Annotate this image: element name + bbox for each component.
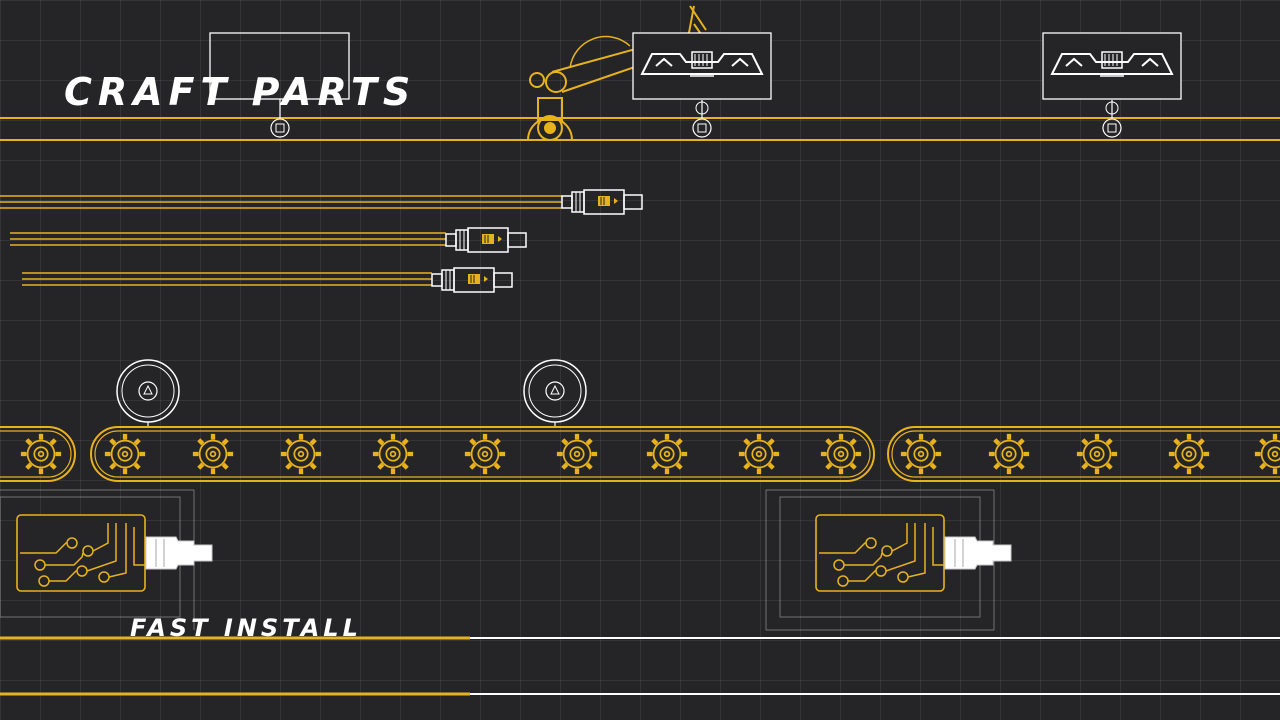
robot-arm-icon — [527, 5, 713, 141]
gear-icon — [901, 434, 941, 474]
conveyor-belt-left — [0, 426, 76, 482]
gear-icon — [105, 434, 145, 474]
cable-1 — [0, 195, 562, 209]
roller-icon — [523, 359, 587, 428]
gear-icon — [281, 434, 321, 474]
connector-icon — [445, 227, 527, 253]
gear-icon — [21, 434, 61, 474]
connector-icon — [561, 189, 643, 215]
section-caption: FAST INSTALL — [130, 614, 362, 642]
gear-icon — [1077, 434, 1117, 474]
top-rail — [0, 117, 1280, 141]
empty-holder — [209, 32, 350, 138]
gear-icon — [1169, 434, 1209, 474]
gear-icon — [821, 434, 861, 474]
gear-icon — [193, 434, 233, 474]
gear-icon — [557, 434, 597, 474]
connector-icon — [431, 267, 513, 293]
roller-icon — [116, 359, 180, 428]
cable-2 — [10, 232, 446, 246]
gear-icon — [373, 434, 413, 474]
gear-icon — [989, 434, 1029, 474]
circuit-board-icon — [815, 514, 1012, 592]
circuit-board-icon — [16, 514, 213, 592]
cable-3 — [22, 272, 432, 286]
gear-icon — [1255, 434, 1280, 474]
gear-icon — [465, 434, 505, 474]
bracket-icon — [632, 32, 772, 138]
gear-icon — [647, 434, 687, 474]
bracket-icon — [1042, 32, 1182, 138]
page-title: CRAFT PARTS — [64, 70, 417, 114]
conveyor-belt-right — [887, 426, 1280, 482]
conveyor-belt-middle — [90, 426, 875, 482]
gear-icon — [739, 434, 779, 474]
bottom-rail — [0, 636, 1280, 696]
